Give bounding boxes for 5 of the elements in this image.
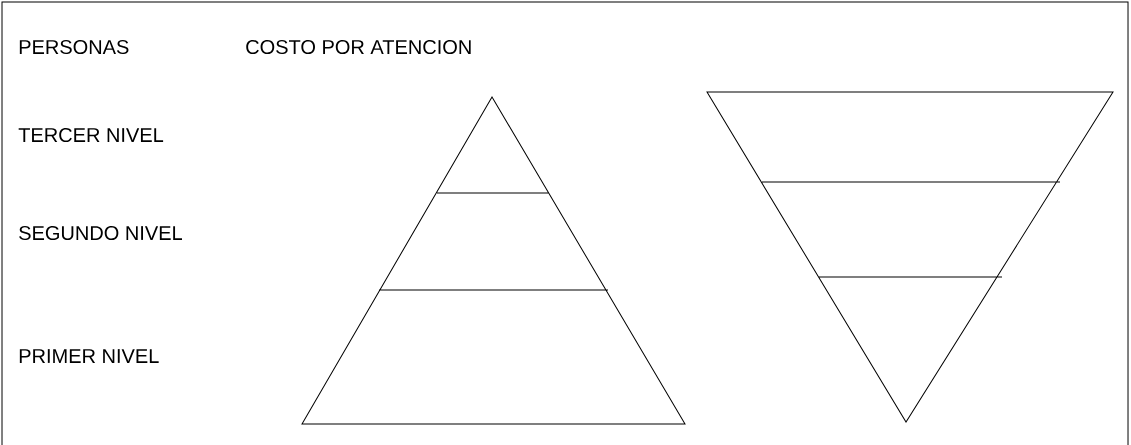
label-text: COSTO POR ATENCION xyxy=(246,39,471,55)
label-text: PRIMER NIVEL xyxy=(19,349,159,363)
label-text: SEGUNDO NIVEL xyxy=(19,225,182,241)
label-text: PERSONAS xyxy=(19,39,129,55)
label-text: TERCER NIVEL xyxy=(18,127,164,143)
